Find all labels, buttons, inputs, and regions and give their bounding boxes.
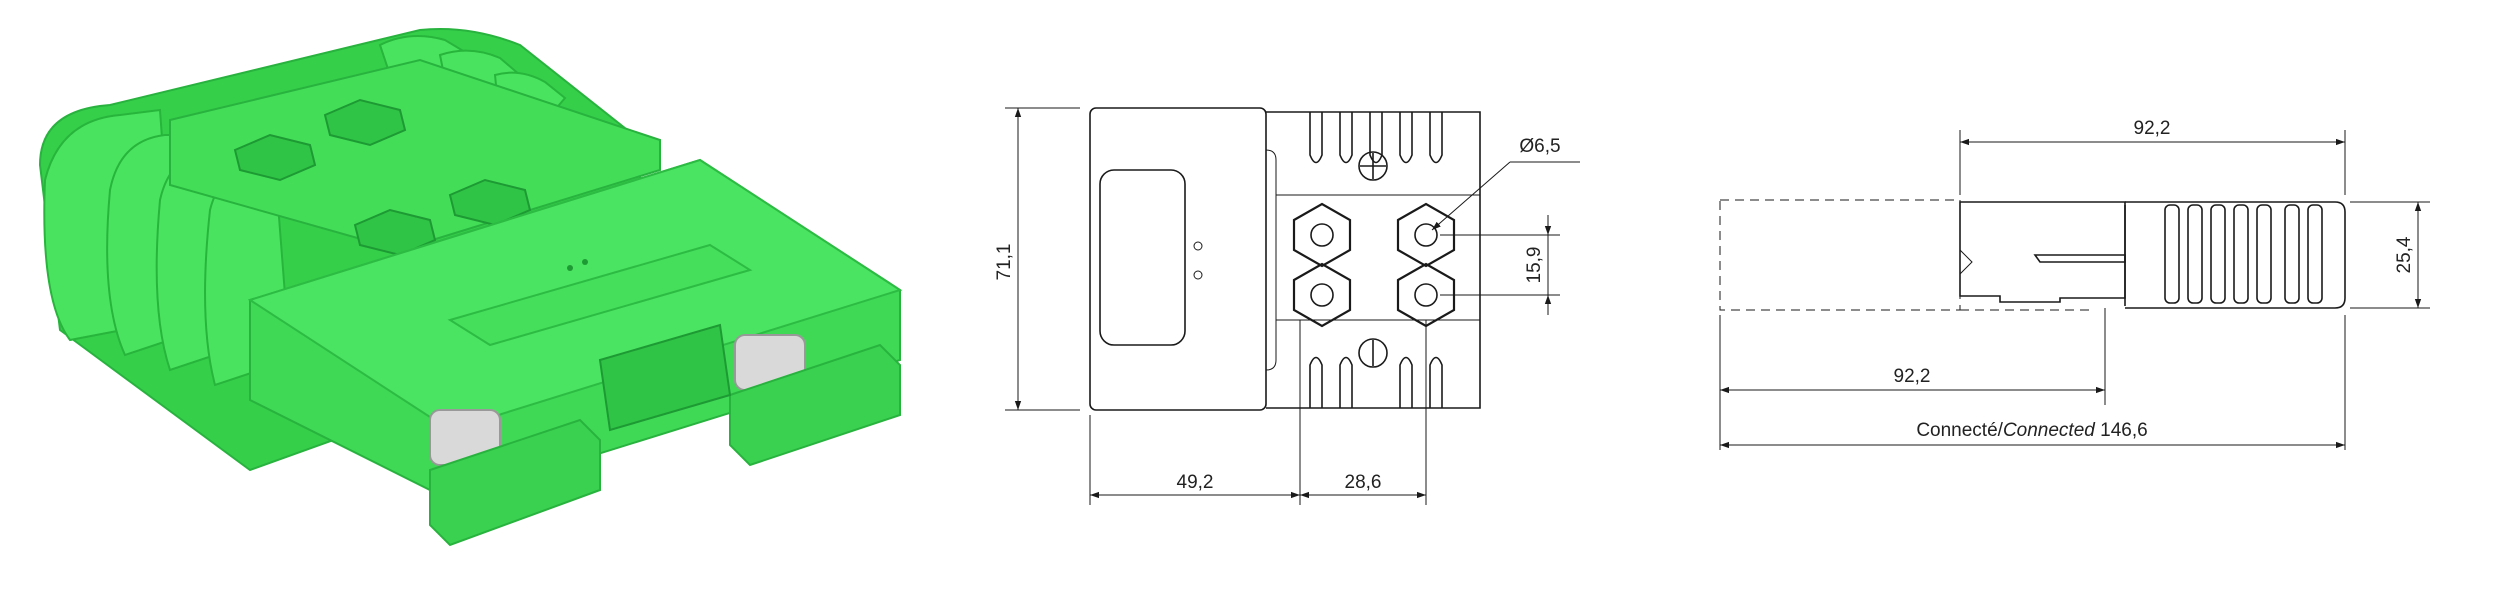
connected-label-fr: Connecté/ — [1916, 420, 2003, 441]
dimension-length-top-label: 92,2 — [2134, 118, 2171, 139]
dimension-hole-diameter-label: Ø6,5 — [1519, 136, 1560, 157]
front-view-slot-screw — [1358, 338, 1388, 368]
dimension-terminal-spacing-label: 28,6 — [1345, 472, 1382, 493]
dimension-hole-diameter: Ø6,5 — [1431, 136, 1580, 231]
side-view-grip-body — [2125, 201, 2346, 309]
front-face-divider — [598, 323, 732, 432]
front-view-housing-outline — [1089, 107, 1267, 411]
dimension-body-width: 49,2 — [1089, 320, 1301, 505]
hex-terminal — [1292, 262, 1352, 328]
connected-label-en: Connected — [2003, 420, 2096, 441]
hex-terminal — [1396, 202, 1456, 268]
contact-shroud-left — [429, 418, 601, 547]
connector-top-plate — [169, 58, 661, 252]
indicator-dot — [582, 259, 588, 265]
dimension-body-width-label: 49,2 — [1177, 472, 1214, 493]
front-view-hex-terminals — [1292, 202, 1456, 328]
dimension-terminal-pitch-label: 15,9 — [1524, 247, 1545, 284]
connector-3d-render — [38, 28, 903, 547]
side-view-housing — [1959, 201, 2126, 303]
terminal-hex-pockets — [233, 98, 532, 257]
front-view-dot-lower — [1193, 270, 1203, 280]
dimension-height: 71,1 — [994, 107, 1080, 411]
front-view-label-window — [1099, 169, 1186, 346]
front-view-top-ribs — [1309, 112, 1443, 164]
connector-label-recess — [447, 243, 753, 347]
hex-terminal — [1396, 262, 1456, 328]
dimension-terminal-pitch: 15,9 — [1440, 215, 1560, 315]
hex-terminal — [1292, 202, 1352, 268]
dimension-mated-length: 92,2 — [1719, 308, 2106, 450]
dimension-terminal-spacing: 28,6 — [1300, 320, 1427, 505]
mating-connector-phantom — [1719, 199, 1961, 311]
contact-shroud-right — [729, 343, 901, 467]
front-view-drawing: 71,1 49,2 28,6 15,9 Ø6,5 — [994, 107, 1580, 505]
dimension-side-height-label: 25,4 — [2394, 236, 2415, 273]
side-view-grip-ribs — [2164, 204, 2323, 304]
dimension-side-height: 25,4 — [2350, 201, 2430, 309]
front-view-terminal-block — [1266, 111, 1481, 409]
dimension-connected-length: Connecté/Connected 146,6 — [1720, 315, 2346, 450]
indicator-dot — [567, 265, 573, 271]
front-view-cross-screw — [1358, 151, 1388, 181]
dimension-height-label: 71,1 — [994, 244, 1015, 281]
front-view-bottom-ribs — [1309, 356, 1443, 408]
side-view-drawing: 92,2 25,4 92,2 Connecté/Connected 146,6 — [1719, 118, 2430, 450]
side-view-latch — [1959, 249, 1973, 275]
front-view-block-step — [1265, 149, 1277, 371]
connected-value: 146,6 — [2095, 420, 2148, 441]
dimension-length-top: 92,2 — [1959, 118, 2346, 195]
side-view-latch-slot — [2033, 254, 2126, 263]
front-view-dot-upper — [1193, 241, 1203, 251]
dimension-mated-length-label: 92,2 — [1894, 366, 1931, 387]
dimension-connected-length-label: Connecté/Connected 146,6 — [1916, 420, 2147, 441]
